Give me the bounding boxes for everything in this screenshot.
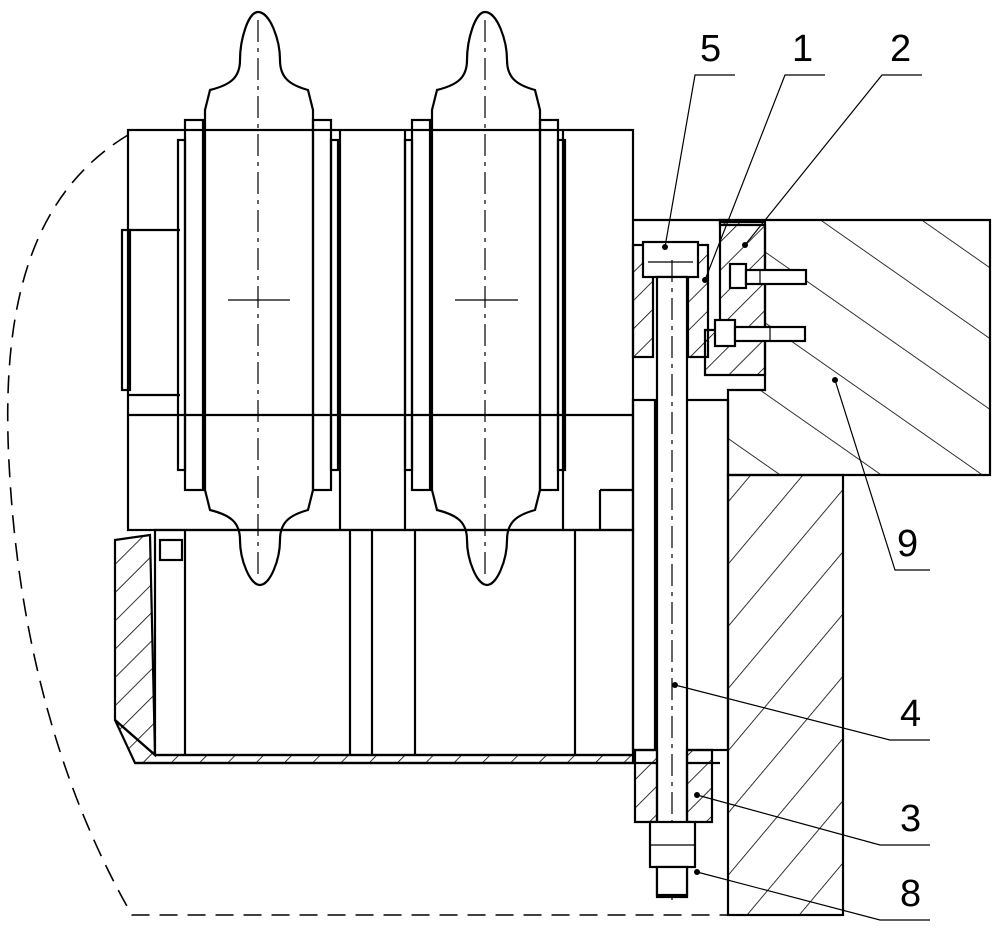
leader-lines <box>662 74 930 921</box>
screw-upper <box>728 262 808 290</box>
roll-left <box>176 10 340 587</box>
screw-lower <box>713 318 807 348</box>
bottom-plate <box>114 719 635 765</box>
part-3-sleeve <box>633 748 659 824</box>
callout-3: 3 <box>900 798 922 840</box>
bolt-head <box>641 240 700 279</box>
frame-body <box>120 128 730 752</box>
right-column <box>726 473 845 917</box>
callout-5: 5 <box>700 28 722 70</box>
roll-right <box>403 10 567 587</box>
part-2-bracket <box>703 220 767 377</box>
callout-2: 2 <box>890 28 912 70</box>
left-side-wall <box>113 533 157 758</box>
callout-4: 4 <box>900 693 922 735</box>
callout-1: 1 <box>792 28 814 70</box>
dashed-envelope <box>6 134 730 916</box>
lower-housing <box>153 528 635 757</box>
callout-9: 9 <box>897 523 919 565</box>
callout-8: 8 <box>900 873 922 915</box>
